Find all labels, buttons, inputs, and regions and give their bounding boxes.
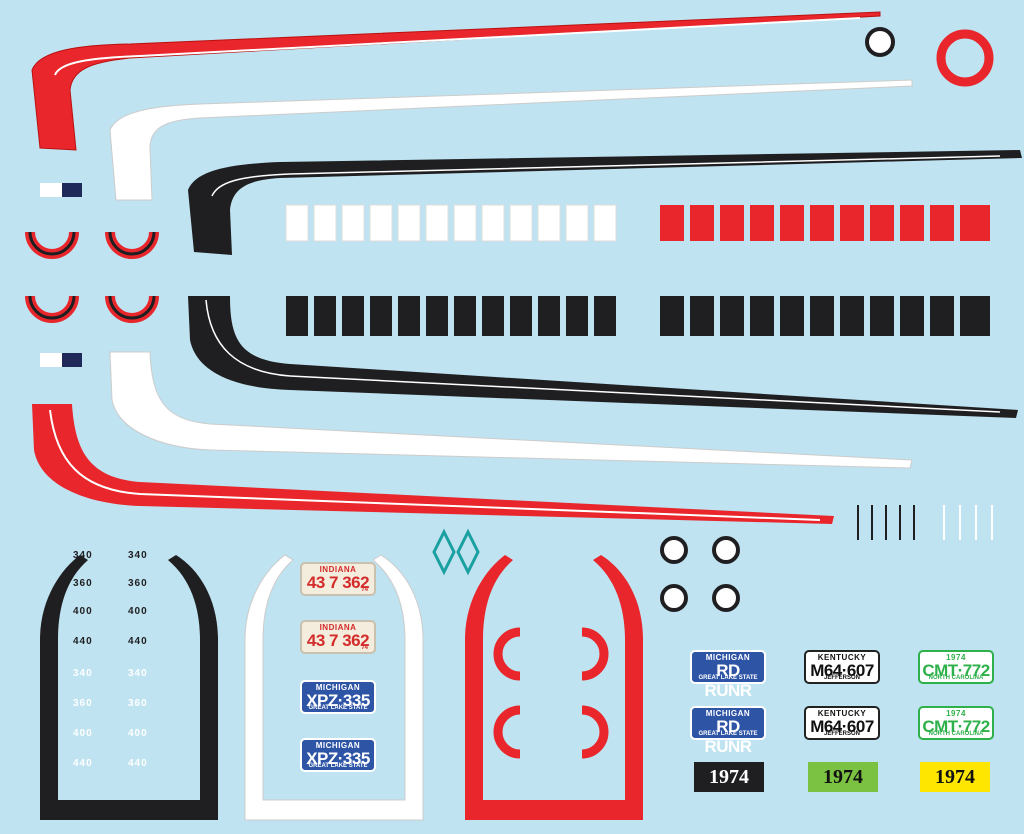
plate-slogan: GREAT LAKE STATE xyxy=(308,763,368,769)
red-hood-stripe-bottom xyxy=(32,404,834,524)
plate-number: 43 7 362 xyxy=(306,631,370,650)
white-hood-stripe-top xyxy=(109,79,913,201)
plate-state: MICHIGAN xyxy=(315,683,361,692)
plate-state: KENTUCKY xyxy=(817,653,867,662)
white-hood-stripe-bottom xyxy=(109,351,913,469)
brake-arc-decals-left xyxy=(25,231,159,323)
engine-label: 340 xyxy=(73,668,93,679)
roadrunner-badge-top xyxy=(865,27,895,57)
michigan-rdrunr-plate: MICHIGAN RD RUNR GREAT LAKE STATE xyxy=(690,650,766,700)
plate-state: INDIANA xyxy=(319,623,357,632)
indiana-plate: INDIANA 43 7 362 74 xyxy=(300,620,376,654)
engine-label: 440 xyxy=(73,758,93,769)
plate-year: 1974 xyxy=(946,653,966,662)
engine-label: 340 xyxy=(128,550,148,561)
michigan-rdrunr-plate: MICHIGAN RD RUNR GREAT LAKE STATE xyxy=(690,706,766,756)
engine-label: 360 xyxy=(128,578,148,589)
north-carolina-plate: 1974 CMT·772 NORTH CAROLINA xyxy=(918,650,994,684)
pin-stripe-decals xyxy=(857,505,915,540)
michigan-plate: MICHIGAN XPZ·335 GREAT LAKE STATE xyxy=(300,680,376,714)
engine-label: 400 xyxy=(73,728,93,739)
black-scoop-surround xyxy=(40,555,218,820)
plate-number: XPZ·335 xyxy=(306,691,370,710)
plate-number: M64·607 xyxy=(810,661,874,680)
plate-number: CMT·772 xyxy=(922,661,990,680)
kentucky-plate: KENTUCKY M64·607 JEFFERSON xyxy=(804,706,880,740)
indiana-plate: INDIANA 43 7 362 74 xyxy=(300,562,376,596)
black-hood-stripe-bottom xyxy=(188,296,1018,418)
year-tag-black: 1974 xyxy=(694,762,764,792)
engine-label: 440 xyxy=(128,636,148,647)
plate-number: 43 7 362 xyxy=(306,573,370,592)
plate-number: RD RUNR xyxy=(704,661,752,700)
engine-label: 360 xyxy=(73,578,93,589)
red-side-bars xyxy=(660,205,990,241)
plate-number: CMT·772 xyxy=(922,717,990,736)
plate-number: M64·607 xyxy=(810,717,874,736)
plate-state: MICHIGAN xyxy=(315,741,361,750)
plate-county: JEFFERSON xyxy=(823,731,860,737)
plate-number: XPZ·335 xyxy=(306,749,370,768)
black-side-bars-left xyxy=(286,296,616,336)
kentucky-plate: KENTUCKY M64·607 JEFFERSON xyxy=(804,650,880,684)
brake-arc-decals-red-scoop xyxy=(493,627,609,759)
plate-state: KENTUCKY xyxy=(817,709,867,718)
plate-state-name: NORTH CAROLINA xyxy=(928,731,984,737)
year-tag-green: 1974 xyxy=(808,762,878,792)
engine-label: 340 xyxy=(128,668,148,679)
engine-label: 360 xyxy=(73,698,93,709)
white-scoop-surround xyxy=(244,554,424,821)
engine-label: 340 xyxy=(73,550,93,561)
plate-state: INDIANA xyxy=(319,565,357,574)
engine-label: 400 xyxy=(128,728,148,739)
plate-state: MICHIGAN xyxy=(705,709,751,718)
year-tag-yellow: 1974 xyxy=(920,762,990,792)
plate-state-name: NORTH CAROLINA xyxy=(928,675,984,681)
plate-state: MICHIGAN xyxy=(705,653,751,662)
engine-label: 400 xyxy=(73,606,93,617)
plate-slogan: GREAT LAKE STATE xyxy=(698,675,758,681)
engine-label: 400 xyxy=(128,606,148,617)
north-carolina-plate: 1974 CMT·772 NORTH CAROLINA xyxy=(918,706,994,740)
michigan-plate: MICHIGAN XPZ·335 GREAT LAKE STATE xyxy=(300,738,376,772)
white-pin-stripe-decals xyxy=(943,505,993,540)
plate-year: 74 xyxy=(361,587,368,593)
black-side-bars-right xyxy=(660,296,990,336)
plate-year: 1974 xyxy=(946,709,966,718)
small-flag-decals xyxy=(40,183,82,367)
red-hood-stripe-top xyxy=(31,11,881,151)
engine-label: 360 xyxy=(128,698,148,709)
plate-year: 74 xyxy=(361,645,368,651)
diamond-emblems xyxy=(432,528,480,576)
plate-slogan: GREAT LAKE STATE xyxy=(308,705,368,711)
red-ring-decal xyxy=(936,29,994,87)
engine-label: 440 xyxy=(73,636,93,647)
roadrunner-round-badges xyxy=(660,536,740,612)
plate-number: RD RUNR xyxy=(704,717,752,756)
white-side-bars xyxy=(285,204,617,242)
red-scoop-surround xyxy=(465,555,643,820)
plate-county: JEFFERSON xyxy=(823,675,860,681)
plate-slogan: GREAT LAKE STATE xyxy=(698,731,758,737)
engine-label: 440 xyxy=(128,758,148,769)
